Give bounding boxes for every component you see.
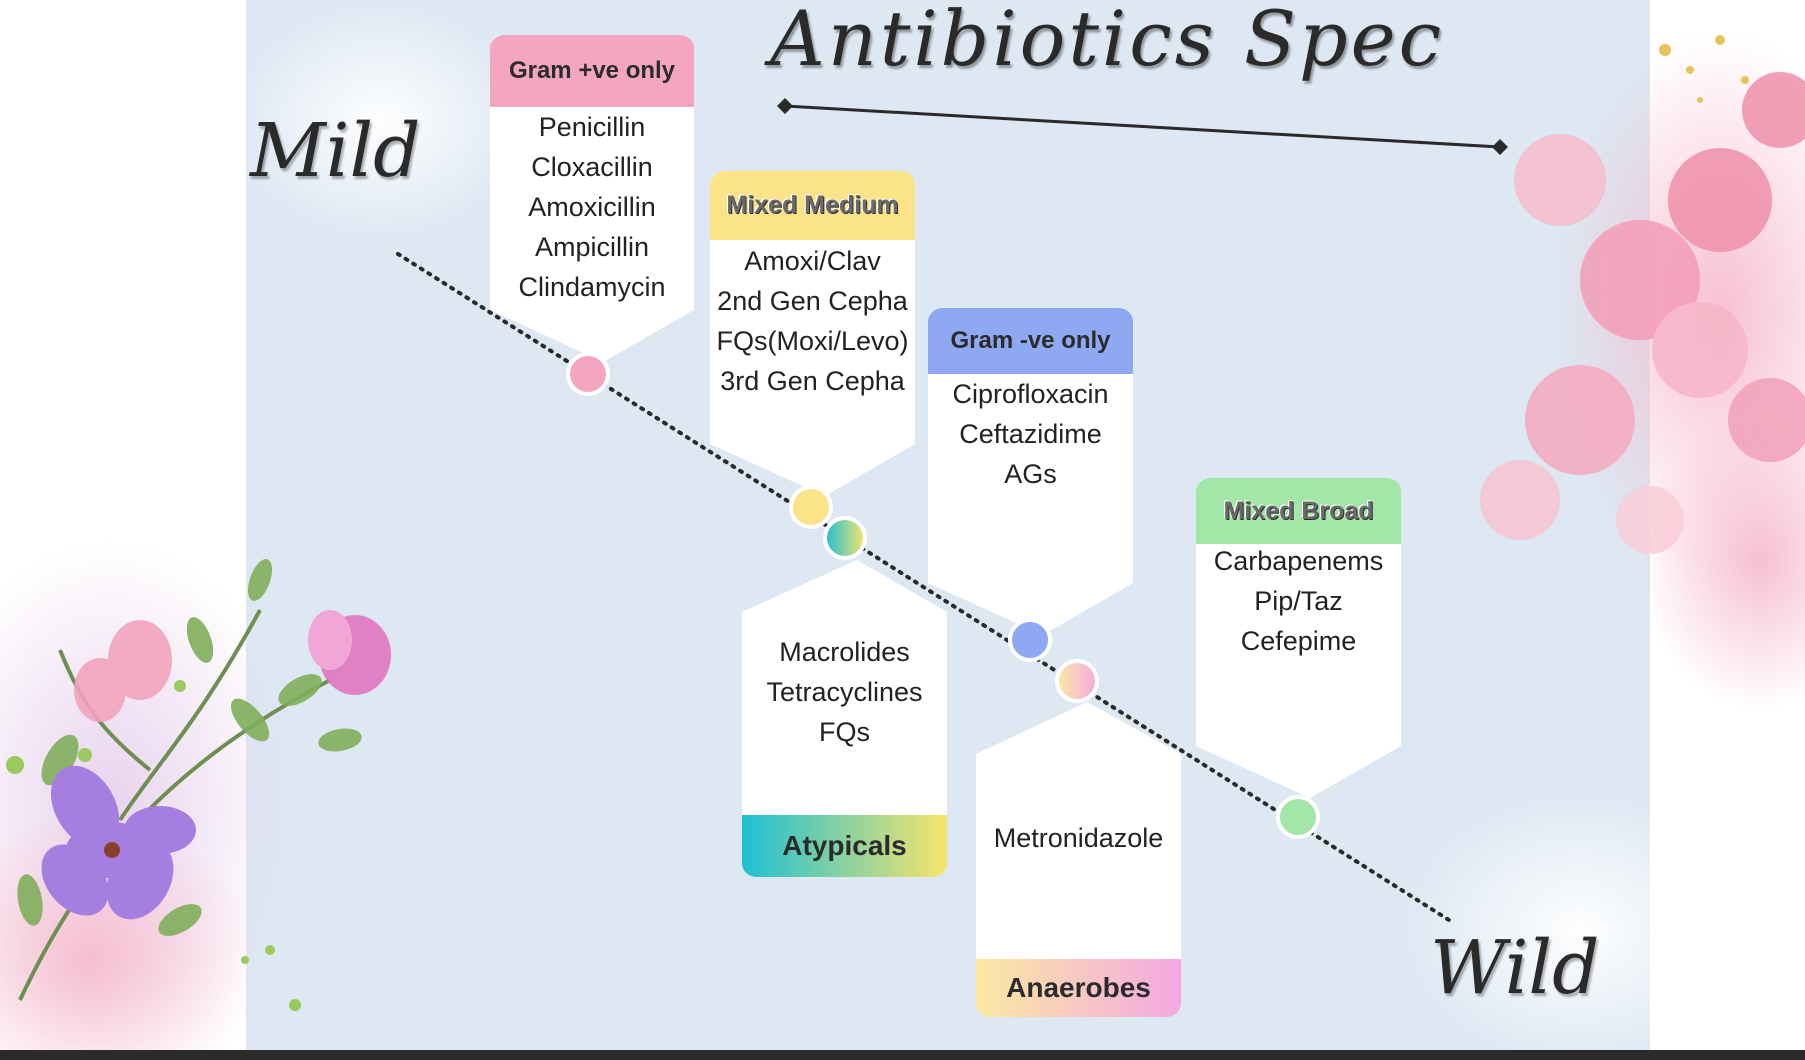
pink-blossoms [74, 610, 391, 722]
marker-mixed-medium [789, 485, 833, 529]
card-header: Mixed Broad [1196, 478, 1401, 544]
drug-item: Macrolides [779, 637, 910, 667]
drug-list: Penicillin Cloxacillin Amoxicillin Ampic… [476, 107, 708, 307]
card-header: Gram +ve only [490, 35, 694, 107]
drug-item: Carbapenems [1213, 546, 1384, 576]
drug-item: Penicillin [538, 112, 646, 142]
drug-item: Ciprofloxacin [952, 379, 1109, 409]
card-atypicals: Macrolides Tetracyclines FQs Atypicals [742, 560, 947, 877]
drug-list: Carbapenems Pip/Taz Cefepime [1182, 541, 1415, 661]
marker-atypicals [823, 516, 867, 560]
drug-item: Clindamycin [518, 272, 666, 302]
drug-item: Cloxacillin [531, 152, 653, 182]
card-header: Mixed Medium [710, 171, 915, 240]
drug-item: Metronidazole [993, 823, 1164, 853]
drug-item: 3rd Gen Cepha [720, 366, 905, 396]
marker-mixed-broad [1276, 795, 1320, 839]
drug-item: FQs [819, 717, 870, 747]
leaves [17, 559, 362, 936]
drug-item: Ampicillin [534, 232, 650, 262]
card-header: Gram -ve only [928, 308, 1133, 374]
drug-item: Ceftazidime [959, 419, 1102, 449]
drug-item: FQs(Moxi/Levo) [716, 326, 909, 356]
diagram-title: Antibiotics Spec [770, 0, 1445, 83]
marker-gram-negative [1008, 618, 1052, 662]
card-gram-positive: Gram +ve only Penicillin Cloxacillin Amo… [490, 35, 694, 362]
title-underline [784, 104, 1501, 149]
marker-gram-positive [566, 352, 610, 396]
right-dots [1659, 35, 1749, 103]
drug-item: Cefepime [1240, 626, 1357, 656]
drug-item: Pip/Taz [1254, 586, 1343, 616]
card-gram-negative: Gram -ve only Ciprofloxacin Ceftazidime … [928, 308, 1133, 635]
card-footer: Anaerobes [976, 959, 1181, 1017]
axis-start-label: Mild [250, 108, 421, 194]
drug-list: Metronidazole [962, 818, 1195, 858]
drug-item: 2nd Gen Cepha [717, 286, 908, 316]
violet-flower [41, 765, 196, 920]
card-mixed-medium: Mixed Medium Amoxi/Clav 2nd Gen Cepha FQ… [710, 171, 915, 496]
marker-anaerobes [1055, 659, 1099, 703]
dots-left [6, 680, 301, 1011]
drug-list: Amoxi/Clav 2nd Gen Cepha FQs(Moxi/Levo) … [696, 241, 929, 401]
axis-end-label: Wild [1430, 925, 1600, 1011]
drug-item: Tetracyclines [766, 677, 923, 707]
drug-item: Amoxicillin [528, 192, 656, 222]
right-flowers [1480, 72, 1805, 554]
drug-item: AGs [1004, 459, 1057, 489]
card-anaerobes: Metronidazole Anaerobes [976, 702, 1181, 1017]
drug-list: Ciprofloxacin Ceftazidime AGs [914, 374, 1147, 494]
card-mixed-broad: Mixed Broad Carbapenems Pip/Taz Cefepime [1196, 478, 1401, 798]
spectrum-markers [566, 352, 1320, 839]
card-backgrounds [490, 35, 1401, 1017]
card-footer: Atypicals [742, 815, 947, 877]
bottom-bar [0, 1050, 1805, 1060]
drug-item: Amoxi/Clav [744, 246, 881, 276]
drug-list: Macrolides Tetracyclines FQs [728, 632, 961, 752]
